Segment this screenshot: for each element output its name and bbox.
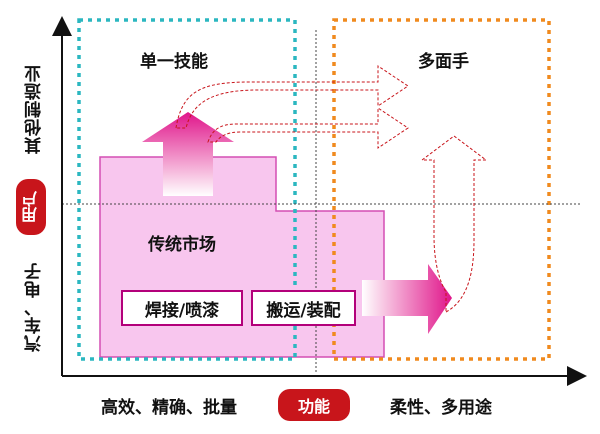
dashed-arrow-middle bbox=[207, 107, 409, 149]
y-axis-lower-label: 汽车、电子 bbox=[25, 262, 45, 352]
handling-assembly-box: 搬运/装配 bbox=[251, 290, 356, 326]
function-badge: 功能 bbox=[278, 389, 350, 421]
traditional-market-region bbox=[99, 156, 385, 358]
y-axis-upper-label: 其他制造业 bbox=[25, 64, 45, 154]
user-badge: 用户 bbox=[16, 179, 46, 235]
dashed-arrow-upper bbox=[175, 65, 409, 129]
welding-painting-box: 焊接/喷漆 bbox=[121, 290, 243, 326]
rightward-growth-arrow bbox=[362, 264, 452, 334]
single-skill-label: 单一技能 bbox=[140, 52, 208, 72]
single-skill-quadrant bbox=[77, 18, 297, 361]
traditional-market-label: 传统市场 bbox=[148, 235, 216, 255]
x-axis-left-label: 高效、精确、批量 bbox=[101, 398, 237, 418]
x-axis-right-label: 柔性、多用途 bbox=[390, 398, 492, 418]
multi-skill-quadrant bbox=[332, 18, 551, 361]
multi-skill-label: 多面手 bbox=[418, 52, 469, 72]
upward-growth-arrow bbox=[142, 112, 234, 196]
